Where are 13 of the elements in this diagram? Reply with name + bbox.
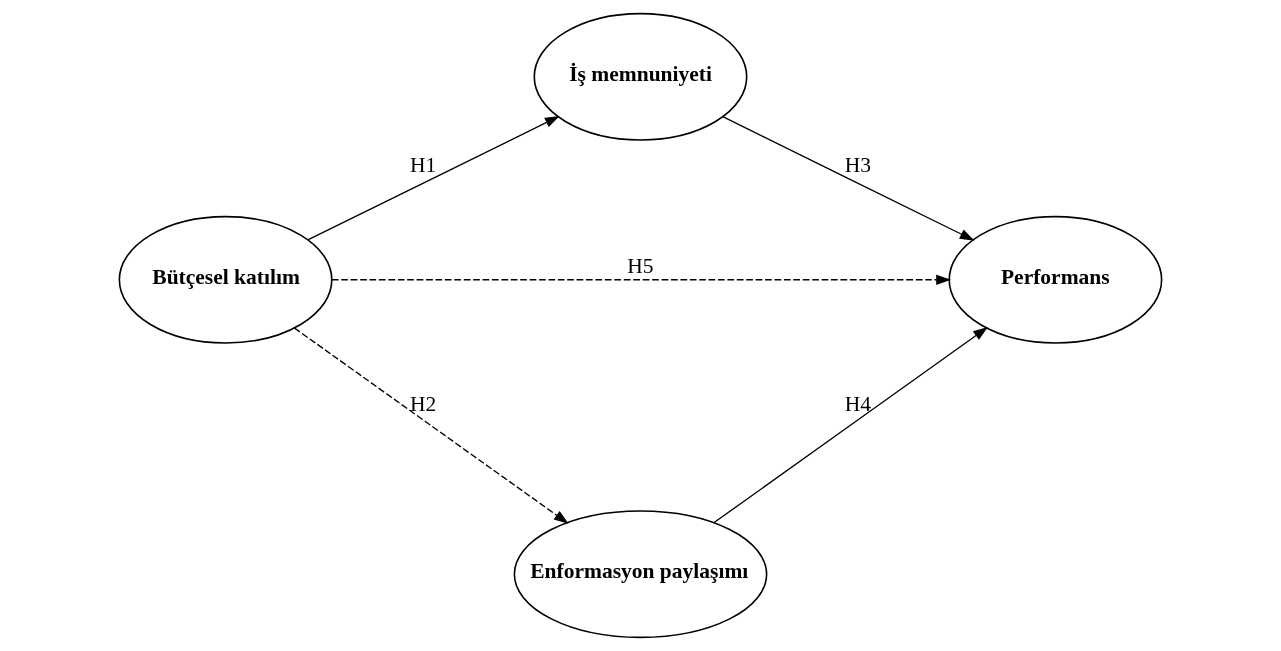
edge-label: H3 xyxy=(844,152,871,177)
edge-label: H4 xyxy=(844,392,871,417)
arrow xyxy=(713,327,988,524)
edge-label: H5 xyxy=(627,253,654,278)
node-ellipse: İş memnuniyeti xyxy=(533,12,748,141)
node-ellipse: Performans xyxy=(948,215,1163,344)
edge-label: H1 xyxy=(410,152,437,177)
arrow xyxy=(293,327,569,524)
node-ellipse: Bütçesel katılım xyxy=(118,215,333,344)
arrow xyxy=(722,116,975,241)
arrow xyxy=(307,115,560,241)
arrow xyxy=(331,274,951,285)
edge-label: H2 xyxy=(410,392,437,417)
